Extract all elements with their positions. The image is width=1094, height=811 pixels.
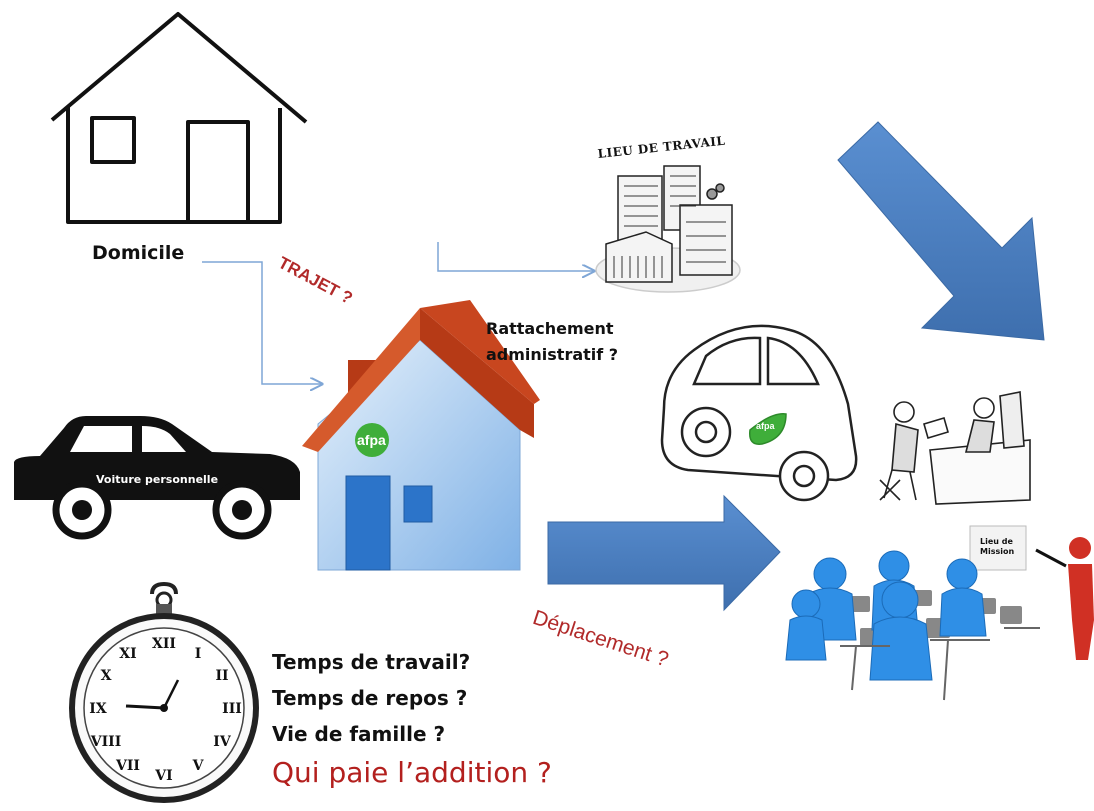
svg-text:IV: IV xyxy=(213,734,232,750)
svg-text:VIII: VIII xyxy=(90,734,122,750)
lieu-de-mission-label: Lieu de Mission xyxy=(980,537,1015,556)
company-car-icon xyxy=(660,324,858,502)
connector-lines xyxy=(202,242,594,384)
training-room-icon xyxy=(785,525,1094,701)
svg-text:VI: VI xyxy=(154,768,172,784)
voiture-personnelle-label: Voiture personnelle xyxy=(96,473,219,486)
svg-text:I: I xyxy=(195,646,202,662)
svg-text:V: V xyxy=(192,758,205,774)
svg-text:II: II xyxy=(215,668,228,684)
afpa-center-house-icon xyxy=(302,300,540,571)
svg-text:IX: IX xyxy=(89,701,107,717)
question-qui-paie: Qui paie l’addition ? xyxy=(272,756,552,789)
question-temps-de-repos: Temps de repos ? xyxy=(272,686,468,710)
pocket-watch-icon: XII I II III IV V VI VII VIII IX X XI xyxy=(69,581,259,803)
personal-car-icon xyxy=(14,416,300,540)
domicile-label: Domicile xyxy=(92,242,185,264)
rattachement-line-1: Rattachement xyxy=(486,319,614,338)
afpa-car-logo-text: afpa xyxy=(756,421,775,431)
question-vie-de-famille: Vie de famille ? xyxy=(272,722,446,746)
svg-text:VII: VII xyxy=(115,758,140,774)
rattachement-label: Rattachement administratif ? xyxy=(486,316,618,368)
svg-text:XII: XII xyxy=(152,636,176,652)
diagonal-arrow-icon xyxy=(837,121,1045,341)
svg-text:XI: XI xyxy=(119,646,136,662)
home-house-icon xyxy=(50,12,308,224)
question-temps-de-travail: Temps de travail? xyxy=(272,650,471,674)
office-building-icon xyxy=(595,165,741,293)
rattachement-line-2: administratif ? xyxy=(486,345,619,364)
office-meeting-icon xyxy=(879,391,1031,505)
horizontal-arrow-icon xyxy=(547,494,781,612)
afpa-logo-text: afpa xyxy=(357,432,386,448)
svg-text:X: X xyxy=(101,668,112,684)
svg-text:III: III xyxy=(222,701,242,717)
